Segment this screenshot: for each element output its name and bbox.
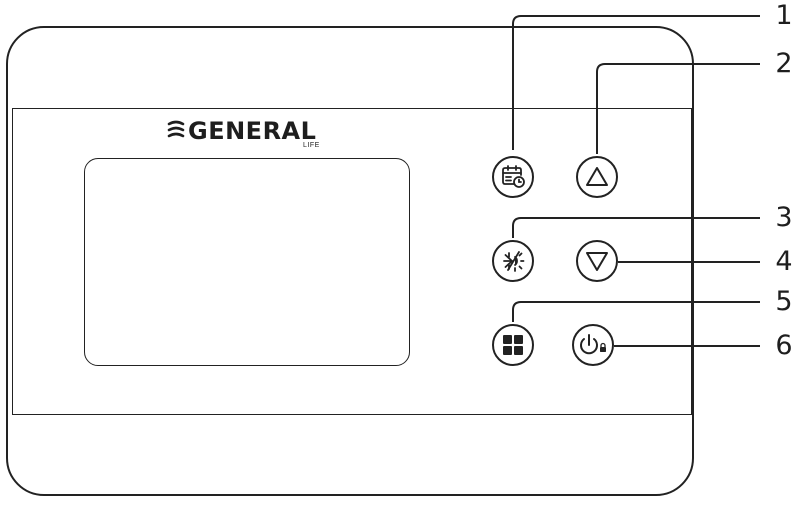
leader-line-5 — [512, 301, 760, 322]
up-button[interactable] — [576, 156, 618, 198]
display-screen — [84, 158, 410, 366]
schedule-button[interactable] — [492, 156, 534, 198]
brand-logo: GENERAL LIFE — [166, 117, 319, 149]
brand-mark-icon — [167, 120, 185, 138]
lock-icon — [600, 342, 606, 352]
callout-number-2: 2 — [775, 48, 793, 79]
down-button[interactable] — [576, 240, 618, 282]
leader-line-1 — [512, 15, 760, 150]
mode-button[interactable] — [492, 240, 534, 282]
callout-number-6: 6 — [775, 330, 793, 361]
power-lock-icon — [580, 334, 606, 355]
callout-number-4: 4 — [775, 246, 793, 277]
triangle-down-icon — [586, 252, 608, 271]
triangle-up-icon — [586, 167, 608, 186]
snowflake-sun-mode-icon — [503, 251, 525, 272]
grid-menu-icon — [503, 335, 523, 355]
menu-button[interactable] — [492, 324, 534, 366]
callout-number-5: 5 — [775, 286, 793, 317]
callout-number-1: 1 — [775, 0, 793, 31]
callout-number-3: 3 — [775, 202, 793, 233]
brand-name: GENERAL — [188, 117, 317, 145]
calendar-clock-icon — [502, 165, 525, 188]
brand-subname: LIFE — [303, 142, 320, 149]
leader-line-3 — [512, 217, 760, 238]
power-button[interactable] — [572, 324, 614, 366]
leader-line-2 — [596, 63, 760, 154]
